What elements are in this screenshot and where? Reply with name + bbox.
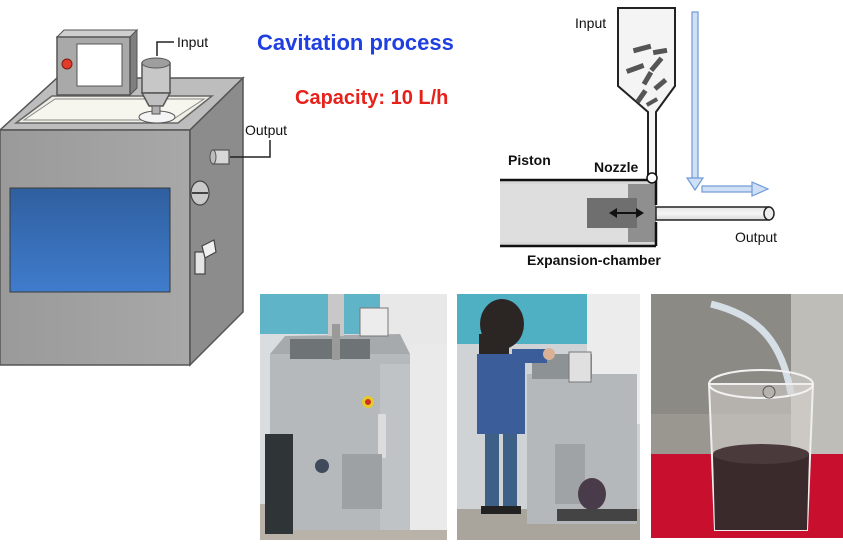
machine-side-face	[189, 76, 244, 367]
valve-icon	[194, 239, 217, 275]
machine-input-label: Input	[177, 34, 209, 50]
photo-operator	[457, 294, 640, 540]
flow-arrow	[685, 11, 770, 197]
cavitation-schematic	[500, 7, 775, 248]
output-tube	[655, 206, 770, 221]
schematic-input-label: Input	[575, 15, 607, 31]
schematic-piston-label: Piston	[508, 152, 551, 168]
double-arrow-icon	[609, 208, 644, 218]
particles	[625, 43, 668, 107]
capacity-title: Capacity: 10 L/h	[295, 87, 449, 109]
process-title: Cavitation process	[257, 30, 454, 55]
machine-illustration	[0, 28, 271, 367]
schematic-chamber-label: Expansion-chamber	[527, 252, 661, 268]
machine-window	[9, 187, 171, 293]
machine-output-label: Output	[245, 122, 288, 138]
photo-beaker	[651, 294, 843, 538]
schematic-nozzle-label: Nozzle	[594, 159, 639, 175]
control-screen	[76, 43, 123, 87]
red-button-icon	[61, 58, 73, 70]
schematic-output-label: Output	[735, 229, 778, 245]
nozzle-circle	[646, 172, 658, 184]
photo-machine	[260, 294, 447, 540]
